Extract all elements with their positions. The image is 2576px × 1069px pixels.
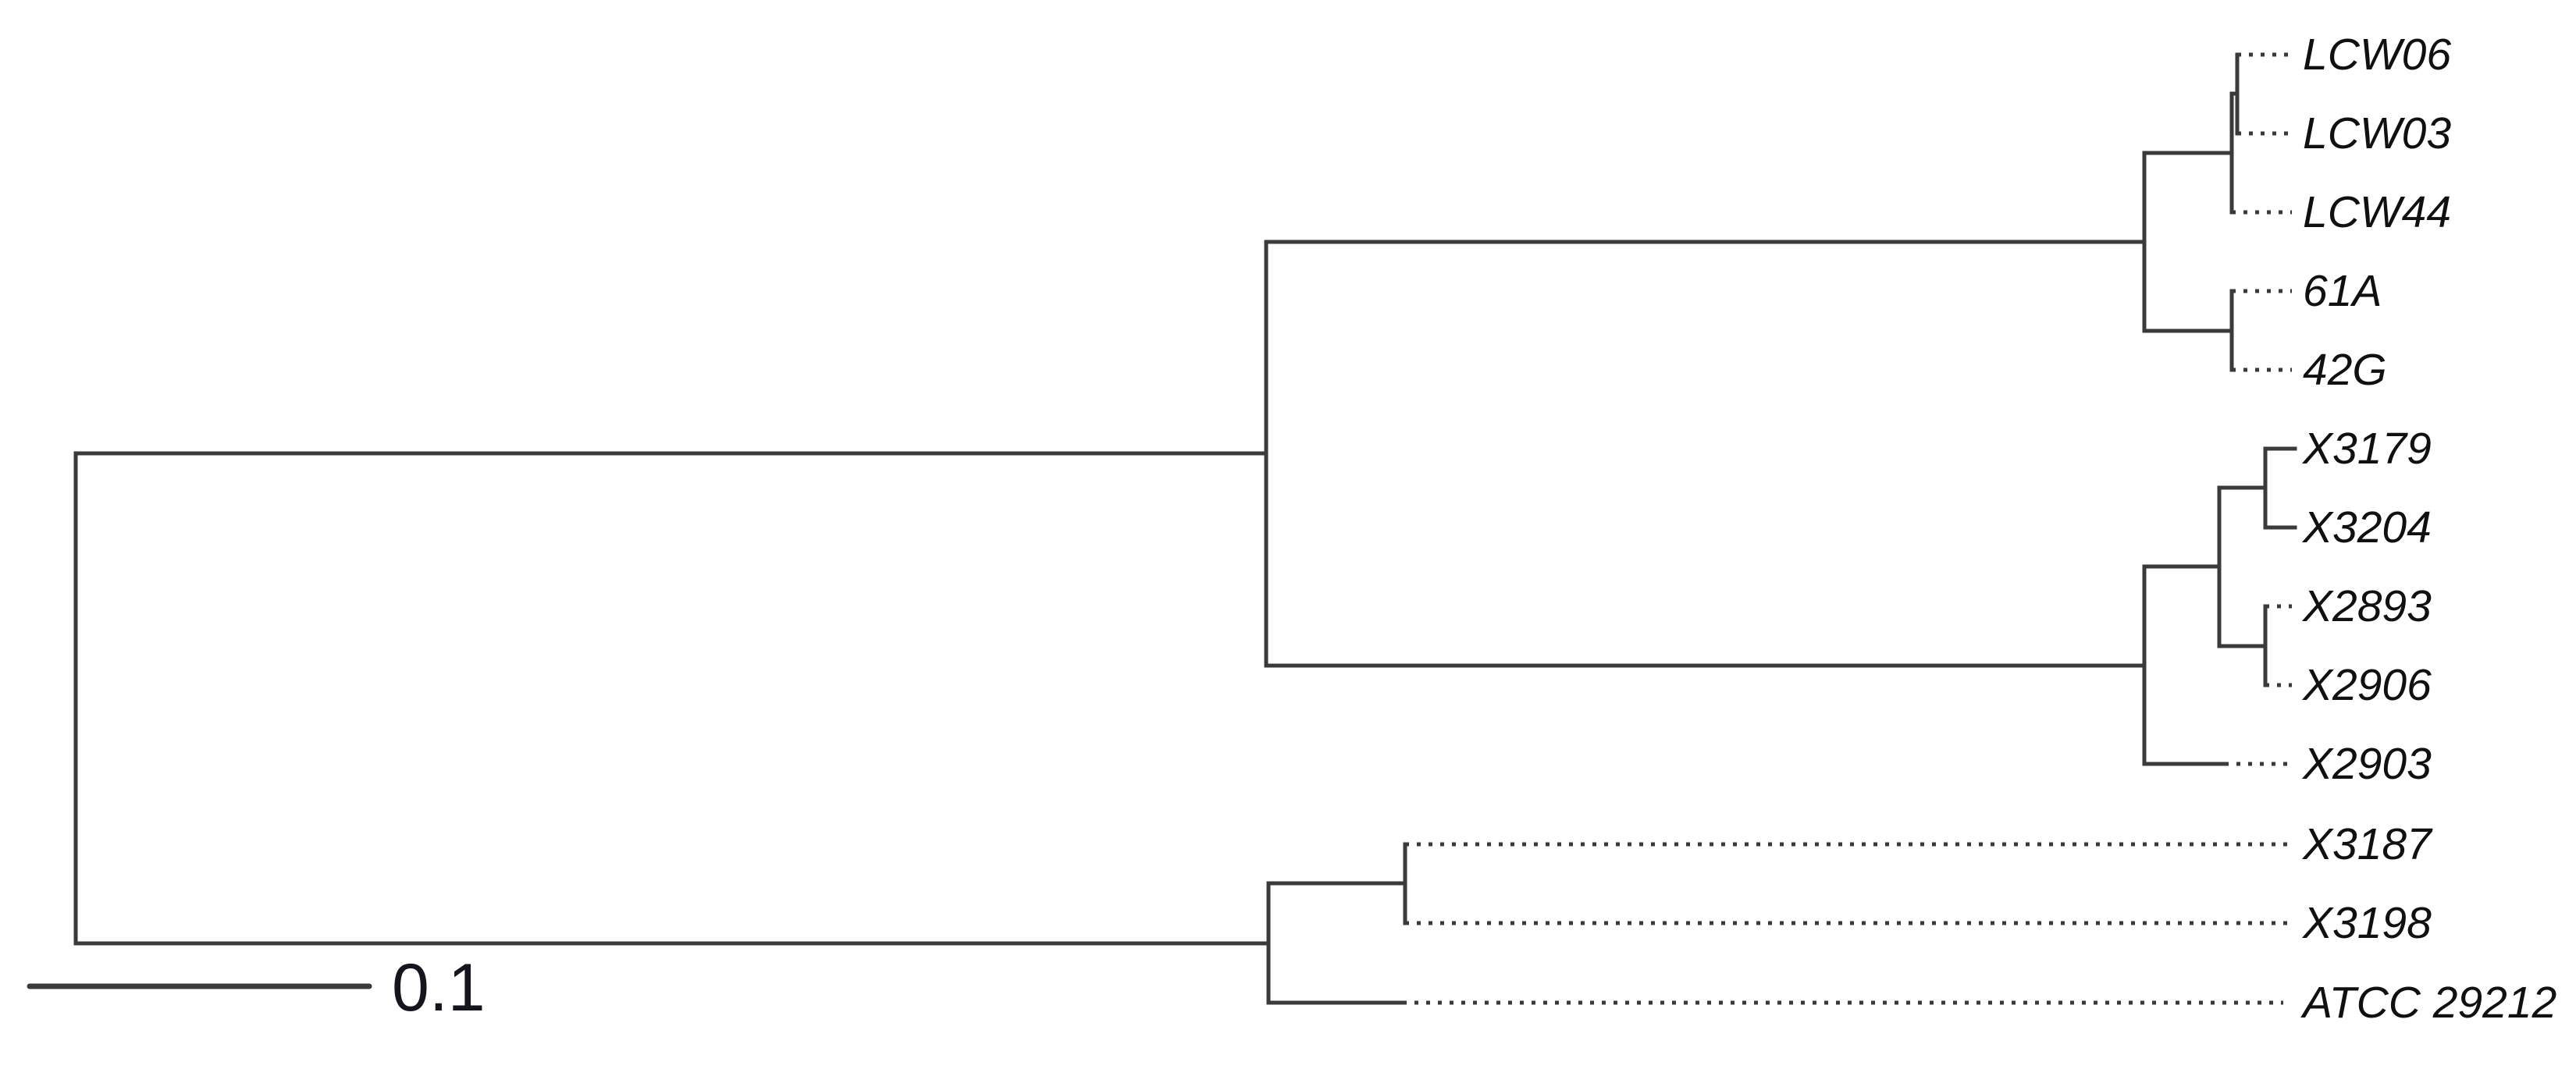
taxon-label-x2893: X2893 [2301, 581, 2432, 631]
taxon-label-x3204: X3204 [2301, 503, 2432, 552]
taxon-label-61a: 61A [2303, 266, 2382, 316]
taxon-label-lcw06: LCW06 [2303, 30, 2451, 80]
tree-branches [73, 52, 2297, 1005]
scale-bar-label: 0.1 [392, 950, 486, 1025]
taxon-label-x3198: X3198 [2301, 898, 2432, 948]
taxon-label-atcc-29212: ATCC 29212 [2300, 978, 2556, 1028]
taxon-label-42g: 42G [2303, 345, 2387, 395]
taxon-label-x2903: X2903 [2301, 739, 2432, 789]
taxon-label-x3179: X3179 [2301, 424, 2432, 474]
taxon-label-lcw44: LCW44 [2303, 187, 2451, 237]
taxon-label-x3187: X3187 [2301, 819, 2433, 869]
taxon-label-lcw03: LCW03 [2303, 108, 2451, 158]
taxon-label-x2906: X2906 [2301, 660, 2432, 710]
